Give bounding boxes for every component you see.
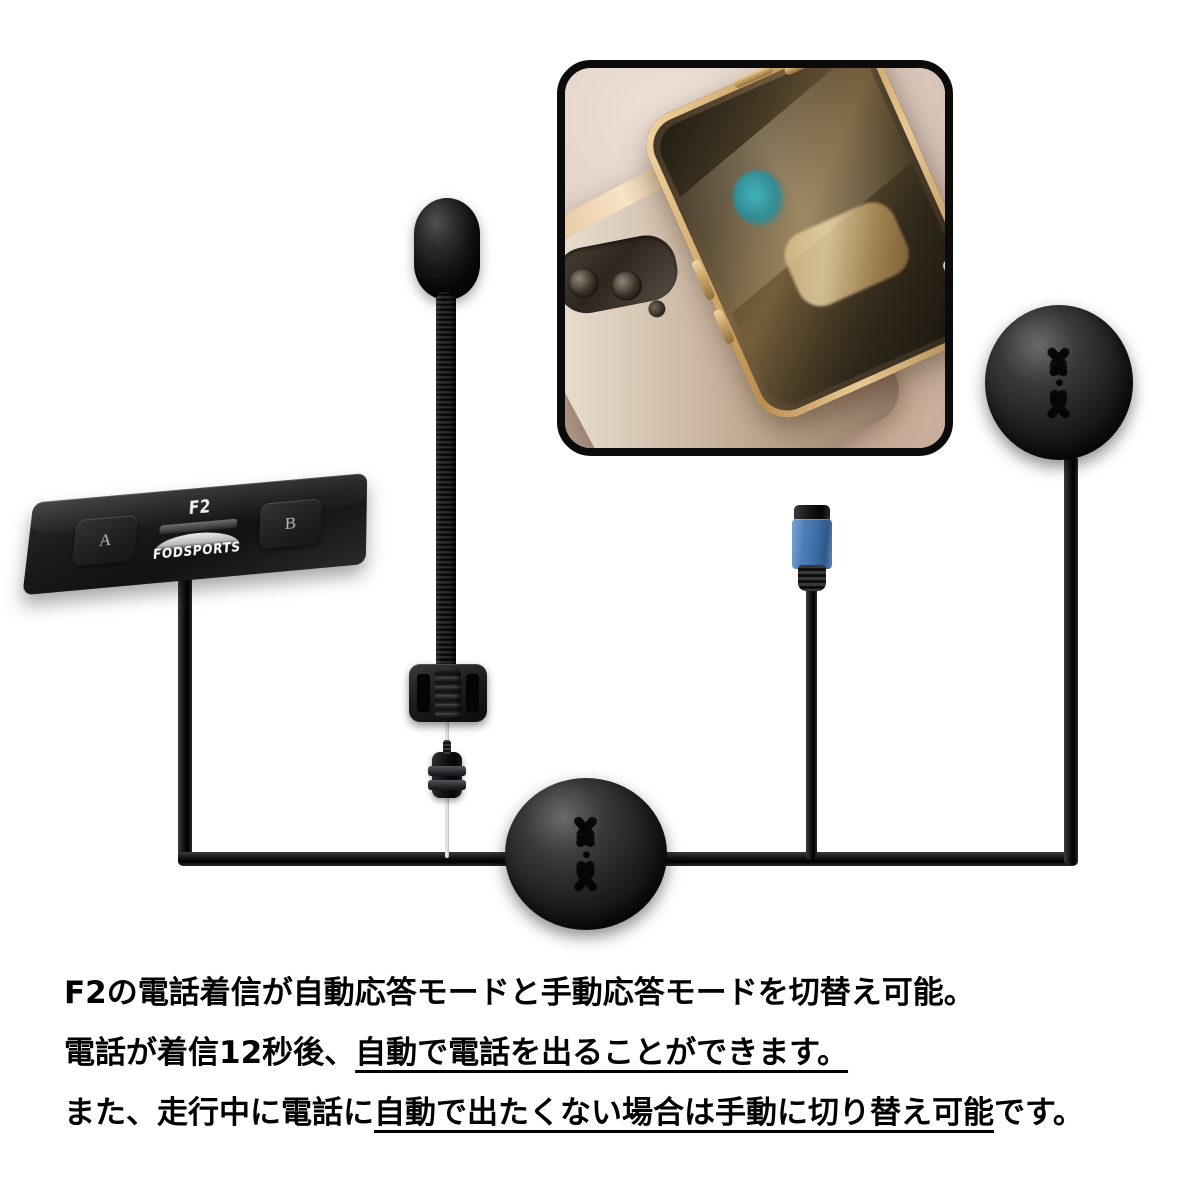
connector-strain-relief: [798, 565, 826, 591]
microphone-plug-connector[interactable]: [428, 740, 466, 798]
speaker-grille-right: [1017, 341, 1101, 425]
caption-line-1: F2の電話着信が自動応答モードと手動応答モードを切替え可能。: [64, 975, 975, 1011]
connector-body-blue: [792, 519, 832, 569]
plug-band: [428, 766, 466, 776]
grille-center-dot: [1055, 379, 1063, 386]
speaker-left: [505, 778, 667, 930]
camera-lens-icon: [609, 267, 645, 304]
microphone-gooseneck: [436, 292, 456, 672]
caption-line-2: 電話が着信12秒後、自動で電話を出ることができます。: [64, 1023, 1154, 1083]
smartphone-photo-inset: [557, 60, 953, 456]
cable-right-vertical: [1064, 455, 1078, 865]
speaker-grille-left: [542, 810, 630, 898]
cable-charging-vertical: [806, 578, 817, 860]
foam-texture: [414, 198, 480, 300]
clip-knurled-grip: [435, 668, 461, 720]
caption-line-3: また、走行中に電話に自動で出たくない場合は手動に切り替え可能です。: [64, 1083, 1154, 1143]
grille-center-dot: [582, 850, 590, 858]
caption-line-2-underlined: 自動で電話を出ることができます。: [355, 1035, 849, 1071]
control-panel[interactable]: A B F2 FODSPORTS: [22, 473, 368, 596]
clip-slot-left: [417, 674, 430, 712]
microphone-mount-clip[interactable]: [409, 664, 487, 722]
caption-line-3-tail: です。: [994, 1095, 1084, 1131]
clip-slot-right: [466, 674, 479, 712]
cable-panel-vertical: [178, 565, 192, 863]
plug-tip: [443, 740, 451, 754]
caption-block: F2の電話着信が自動応答モードと手動応答モードを切替え可能。 電話が着信12秒後…: [64, 963, 1154, 1143]
usb-charging-connector[interactable]: [792, 505, 832, 591]
caption-line-3-underlined: 自動で出たくない場合は手動に切り替え可能: [374, 1095, 994, 1131]
speaker-right: [985, 305, 1133, 460]
plug-band: [428, 780, 466, 790]
microphone-windscreen: [414, 198, 480, 300]
caption-line-3-plain: また、走行中に電話に: [64, 1095, 374, 1131]
caption-line-2-plain: 電話が着信12秒後、: [64, 1035, 356, 1071]
camera-lens-icon: [565, 265, 602, 301]
connector-cap: [794, 505, 830, 522]
control-panel-face[interactable]: A B F2 FODSPORTS: [22, 473, 368, 596]
